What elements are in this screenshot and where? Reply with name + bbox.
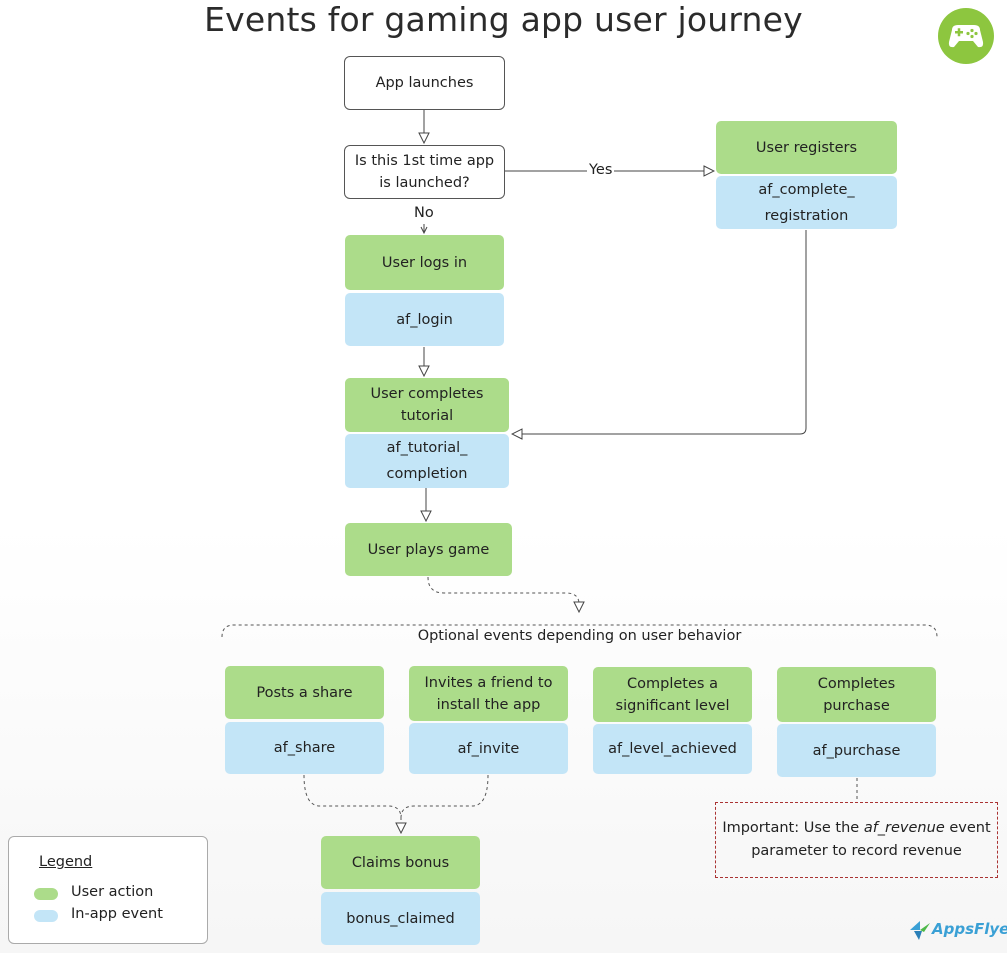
node-completes-purchase: Completes purchase <box>777 667 936 722</box>
edge-share-to-bonus <box>303 774 401 833</box>
edge-label-no: No <box>414 205 434 221</box>
node-app-launches: App launches <box>344 56 505 110</box>
edge-play-to-optional <box>427 576 579 612</box>
node-invites-friend: Invites a friend to install the app <box>409 666 568 721</box>
node-user-completes-tutorial: User completes tutorial <box>345 378 509 432</box>
revenue-note: Important: Use the af_revenue event para… <box>715 802 998 878</box>
legend-swatch-user-action <box>34 888 58 900</box>
appsflyer-logo-icon <box>910 921 930 940</box>
node-completes-level: Completes a significant level <box>593 667 752 722</box>
event-bonus-claimed: bonus_claimed <box>321 892 480 945</box>
node-user-logs-in: User logs in <box>345 235 504 290</box>
edge-label-yes: Yes <box>587 162 615 178</box>
event-af-tutorial-completion: af_tutorial_ completion <box>345 434 509 488</box>
note-prefix: Important: Use the <box>722 820 864 836</box>
node-claims-bonus: Claims bonus <box>321 836 480 889</box>
edge-invite-to-bonus <box>400 774 489 819</box>
page-title: Events for gaming app user journey <box>204 0 803 39</box>
note-emphasis: af_revenue <box>863 820 945 836</box>
brand-name: AppsFlyer <box>932 920 1007 938</box>
event-af-invite: af_invite <box>409 723 568 774</box>
optional-events-label: Optional events depending on user behavi… <box>417 628 742 644</box>
event-af-share: af_share <box>225 722 384 774</box>
event-af-login: af_login <box>345 293 504 346</box>
optional-bracket <box>221 624 938 638</box>
node-user-registers: User registers <box>716 121 897 174</box>
note-suffix: event parameter to record revenue <box>751 820 991 859</box>
legend-swatch-in-app-event <box>34 910 58 922</box>
gamepad-icon <box>938 8 994 64</box>
legend: Legend User action In-app event <box>8 836 208 944</box>
event-af-purchase: af_purchase <box>777 724 936 777</box>
node-user-plays-game: User plays game <box>345 523 512 576</box>
edge-registration-to-tutorial <box>512 230 807 434</box>
node-first-time-question: Is this 1st time app is launched? <box>344 145 505 199</box>
event-af-level-achieved: af_level_achieved <box>593 724 752 774</box>
node-posts-share: Posts a share <box>225 666 384 719</box>
legend-label-user-action: User action <box>71 884 154 900</box>
legend-label-in-app-event: In-app event <box>71 906 163 922</box>
event-af-complete-registration: af_complete_ registration <box>716 176 897 229</box>
legend-title: Legend <box>39 854 93 870</box>
